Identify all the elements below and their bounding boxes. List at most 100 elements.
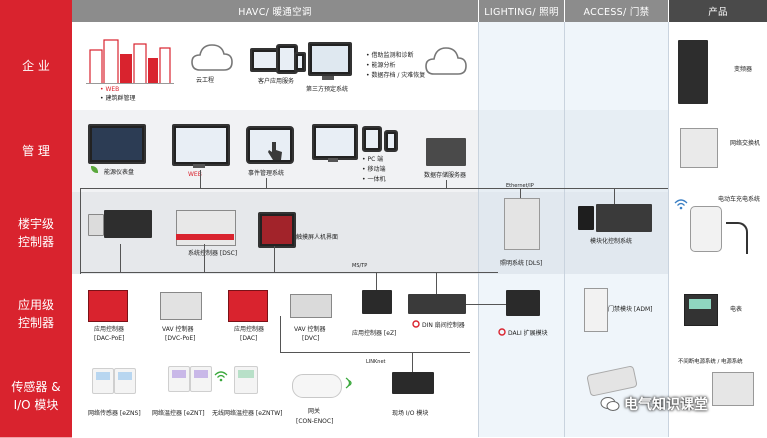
dac-label-2: [DAC]	[240, 335, 258, 342]
ez-controller-unit	[362, 290, 392, 314]
watermark-text: 电气知识课堂	[624, 397, 708, 413]
pc-monitor	[312, 124, 358, 160]
access-drop	[614, 188, 616, 204]
data-server-label: 数据存储服务器	[424, 172, 467, 179]
mgmt-drop-3	[446, 180, 448, 188]
switch-label: 网络交换机	[730, 140, 761, 147]
ezntw-thermostat	[234, 366, 258, 394]
data-server-unit	[426, 138, 466, 166]
io-module-device	[392, 372, 434, 394]
din-logo-icon	[412, 320, 420, 328]
adm-label: 门禁模块 [ADM]	[608, 306, 653, 313]
ezns-sensor-2	[114, 368, 136, 394]
gateway-label-2: [CON-ENOC]	[296, 418, 334, 425]
dac-label-1: 应用控制器	[234, 326, 265, 333]
enterprise-bullet-3: • 数据存档 / 灾难恢复	[366, 72, 426, 79]
web-monitor	[172, 124, 230, 166]
header-lighting: LIGHTING/ 照明	[479, 0, 564, 22]
meter-display	[689, 299, 711, 309]
enterprise-web-label: • WEB	[100, 86, 120, 93]
band-sensor	[0, 354, 767, 437]
linknet-label: LINKnet	[366, 359, 386, 365]
row-label-application: 应用级 控制器	[0, 274, 72, 355]
enterprise-bullet-1: • 借助监测和诊断	[366, 52, 414, 59]
mgmt-drop-2	[266, 178, 268, 188]
client-app-devices	[250, 44, 306, 76]
header-havc: HAVC/ 暖通空调	[72, 0, 478, 22]
ev-wifi-icon	[674, 199, 688, 210]
eznt-thermostat-1	[168, 366, 190, 392]
dvc-poe-label-1: VAV 控制器	[162, 326, 194, 333]
ups-label: 不间断电源系统 / 电源系统	[678, 359, 743, 365]
switch-product	[680, 128, 718, 168]
dsc-red-strip	[176, 234, 234, 240]
gateway-label-1: 网关	[308, 408, 321, 415]
linknet-bus	[280, 352, 470, 354]
thirdparty-monitor	[308, 42, 352, 76]
dvc-label-1: VAV 控制器	[294, 326, 326, 333]
mstp-label: MS/TP	[352, 263, 368, 269]
ev-label: 电动车充电系统	[718, 196, 761, 203]
wireless-icon	[214, 371, 228, 382]
terminal-pc: • PC 端	[362, 156, 384, 163]
thirdparty-label: 第三方预定系统	[306, 86, 349, 93]
dvc-poe-unit	[160, 292, 202, 320]
hmi-touchscreen	[258, 212, 296, 248]
gateway-device	[292, 374, 342, 398]
event-mgmt-label: 事件管理系统	[248, 170, 285, 177]
ev-charger-cable	[726, 222, 748, 254]
mobile-tablet	[362, 126, 382, 152]
app-drop-din	[436, 272, 438, 294]
client-app-label: 客户应用服务	[258, 78, 295, 85]
wechat-icon	[600, 397, 620, 411]
din-label: DIN 扇间控制器	[422, 322, 465, 329]
bldg-drop-2	[204, 244, 206, 272]
web-monitor-stand	[193, 164, 205, 168]
dvc-label-2: [DVC]	[302, 335, 320, 342]
meter-label: 电表	[730, 306, 743, 313]
modular-control-unit	[578, 204, 654, 234]
mstp-bus	[80, 272, 498, 274]
city-buildings-icon	[86, 39, 174, 84]
energy-dashboard-monitor	[88, 124, 146, 164]
enterprise-bullet-2: • 能源分析	[366, 62, 396, 69]
dvc-unit	[290, 294, 332, 318]
header-access: ACCESS/ 门禁	[565, 0, 668, 22]
dac-poe-unit	[88, 290, 128, 322]
ez-label: 应用控制器 [eZ]	[352, 330, 397, 337]
dvc-poe-label-2: [DVC-PoE]	[165, 335, 196, 342]
row-label-enterprise: 企 业	[0, 22, 72, 111]
enterprise-bim-label: • 建筑群管理	[100, 95, 136, 102]
ethernet-label: Ethernet/IP	[506, 183, 534, 189]
header-spacer	[0, 0, 72, 22]
dac-poe-label-2: [DAC-PoE]	[94, 335, 125, 342]
monitor-stand	[322, 76, 334, 80]
ezns-sensor-1	[92, 368, 114, 394]
hmi-label: 触摸屏人机界面	[296, 234, 339, 241]
enterprise-vertical	[80, 188, 82, 274]
ethernet-bus	[80, 188, 668, 190]
lighting-panel	[504, 198, 540, 250]
io-module-label: 现场 I/O 模块	[392, 410, 429, 417]
vfd-product	[678, 40, 708, 104]
energy-dashboard-label: 能源仪表盘	[104, 169, 135, 176]
dsc-controller-main	[176, 210, 236, 246]
din-controller-unit	[408, 294, 466, 314]
row-label-management: 管 理	[0, 110, 72, 193]
sensor-drop-1	[280, 316, 282, 352]
vfd-label: 变频器	[734, 66, 753, 73]
leaf-icon	[91, 166, 98, 173]
header-products: 产品	[669, 0, 767, 22]
dali-label: DALI 扩展模块	[508, 330, 548, 337]
ev-charger-product	[690, 206, 722, 252]
adm-unit	[584, 288, 608, 332]
lighting-drop	[520, 188, 522, 198]
terminal-mobile: • 移动端	[362, 166, 386, 173]
hand-touch-icon	[268, 142, 282, 160]
terminal-aio: • 一体机	[362, 176, 386, 183]
ups-product	[712, 372, 754, 406]
dsc-label: 系统控制器 [DSC]	[188, 250, 238, 257]
sensor-drop-2	[412, 352, 414, 372]
eznt-thermostat-2	[190, 366, 212, 392]
lighting-system-label: 照明系统 [DLS]	[500, 260, 543, 267]
